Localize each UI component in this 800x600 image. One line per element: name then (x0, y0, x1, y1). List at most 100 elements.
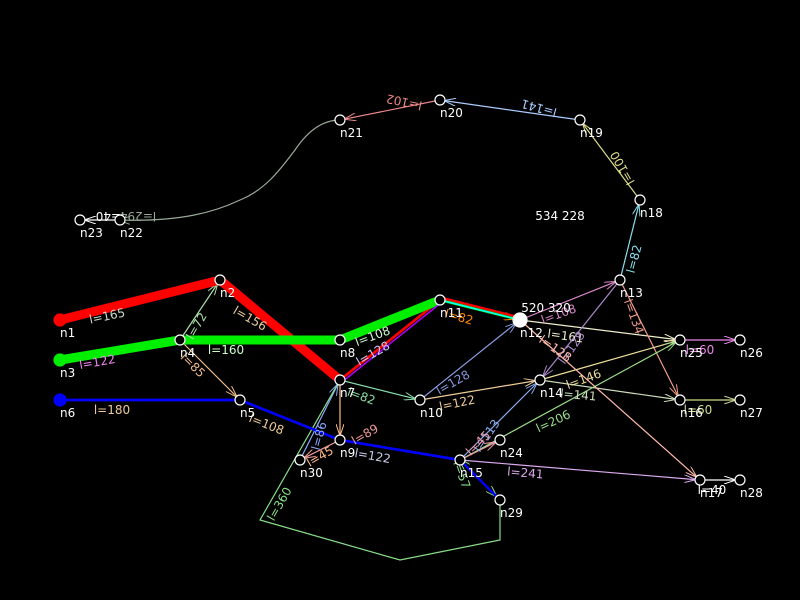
node-label-n30: n30 (300, 466, 323, 480)
edge-n10-n14 (419, 381, 534, 401)
node-label-n2: n2 (220, 286, 235, 300)
node-n12 (512, 312, 528, 328)
node-label-n23: n23 (80, 226, 103, 240)
edge-label-n18-n19: l=100 (607, 149, 637, 187)
edge-n13-n16 (619, 279, 677, 395)
node-n26 (734, 334, 746, 346)
node-label-n11: n11 (440, 306, 463, 320)
blue-route-segment (338, 438, 462, 462)
node-n8 (334, 334, 346, 346)
node-label-n18: n18 (640, 206, 663, 220)
edge-label-n15-n25: l=206 (534, 407, 573, 435)
red-route-segment (215, 275, 345, 385)
node-n21 (334, 114, 346, 126)
node-n11 (434, 294, 446, 306)
edge-label-n17-n28: l=40 (698, 483, 727, 497)
edge-n15-n24 (459, 443, 495, 461)
node-n30 (294, 454, 306, 466)
node-label-n6: n6 (60, 406, 75, 420)
edge-n21-n22 (120, 119, 341, 220)
node-n22 (114, 214, 126, 226)
blue-route-segment (238, 398, 342, 442)
node-n3 (53, 353, 67, 367)
edge-n14-n25 (539, 342, 674, 381)
node-label-n10: n10 (420, 406, 443, 420)
edge-n15-n14 (459, 384, 536, 461)
edge-n7-n10 (339, 379, 414, 399)
edge-label-n3-n4: l=122 (78, 352, 116, 372)
node-label-n27: n27 (740, 406, 763, 420)
node-n14 (534, 374, 546, 386)
violet-route-segment (341, 301, 443, 383)
red-route-segment (438, 296, 522, 319)
green-route-segment (335, 295, 445, 345)
blue-route-segment (458, 458, 502, 502)
cyan-route-segment (439, 299, 521, 321)
node-label-n4: n4 (180, 346, 195, 360)
node-n2 (214, 274, 226, 286)
nodes-layer: n1n2n3n4n5n6n7n8n9n10n11n12n13n14n15n16n… (53, 94, 763, 520)
edge-n4-n5 (179, 339, 236, 396)
node-n6 (53, 393, 67, 407)
node-label-n28: n28 (740, 486, 763, 500)
node-n1 (53, 313, 67, 327)
edge-label-n21-n22: l=294 (120, 209, 156, 223)
red-route-segment (55, 275, 225, 325)
red-route-segment (338, 298, 442, 382)
node-n25 (674, 334, 686, 346)
edge-n14-n16 (539, 379, 674, 399)
edge-n15-n17 (459, 459, 694, 480)
edge-n13-n18 (619, 206, 639, 281)
node-label-n14: n14 (540, 386, 563, 400)
node-n4 (174, 334, 186, 346)
node-label-n25: n25 (680, 346, 703, 360)
node-label-n22: n22 (120, 226, 143, 240)
node-label-n15: n15 (460, 466, 483, 480)
edge-n20-n21 (346, 99, 441, 119)
node-label-n1: n1 (60, 326, 75, 340)
edge-label-n16-n27: l=60 (684, 403, 713, 417)
edge-label-n15-n17: l=241 (507, 464, 544, 481)
edge-label-n9-n15: l=122 (354, 446, 392, 466)
node-n19 (574, 114, 586, 126)
node-n7 (334, 374, 346, 386)
node-label-n9: n9 (340, 446, 355, 460)
node-n24 (494, 434, 506, 446)
edge-label-n14-n16: l=141 (560, 386, 597, 403)
node-n5 (234, 394, 246, 406)
node-n13 (614, 274, 626, 286)
node-n9 (334, 434, 346, 446)
edge-label-n13-n16: l=134 (621, 297, 647, 336)
node-label-n19: n19 (580, 126, 603, 140)
edge-n19-n20 (446, 101, 581, 121)
routes-layer (55, 275, 522, 502)
edge-n9-n30 (305, 439, 341, 457)
node-label-n20: n20 (440, 106, 463, 120)
node-label-n8: n8 (340, 346, 355, 360)
node-n20 (434, 94, 446, 106)
node-label-n26: n26 (740, 346, 763, 360)
edge-n12-n13 (519, 282, 614, 321)
edge-label-n6-n5: l=180 (94, 403, 130, 417)
node-n28 (734, 474, 746, 486)
node-label-n3: n3 (60, 366, 75, 380)
edge-label-n25-n26: l=60 (686, 343, 715, 357)
node-n29 (494, 494, 506, 506)
edge-label-n4-n8: l=160 (208, 343, 244, 357)
node-n27 (734, 394, 746, 406)
node-label-n7: n7 (340, 386, 355, 400)
edge-n10-n12 (419, 324, 515, 401)
node-label-n17: n17 (700, 486, 723, 500)
node-n16 (674, 394, 686, 406)
node-label-n29: n29 (500, 506, 523, 520)
node-n18 (634, 194, 646, 206)
edge-n30-n7 (299, 385, 337, 461)
green-route-segment (55, 335, 185, 365)
edge-n4-n2 (179, 285, 217, 341)
edge-n18-n19 (584, 125, 641, 201)
edge-label-n12-n25: l=161 (547, 327, 585, 346)
node-label-n16: n16 (680, 406, 703, 420)
node-n10 (414, 394, 426, 406)
